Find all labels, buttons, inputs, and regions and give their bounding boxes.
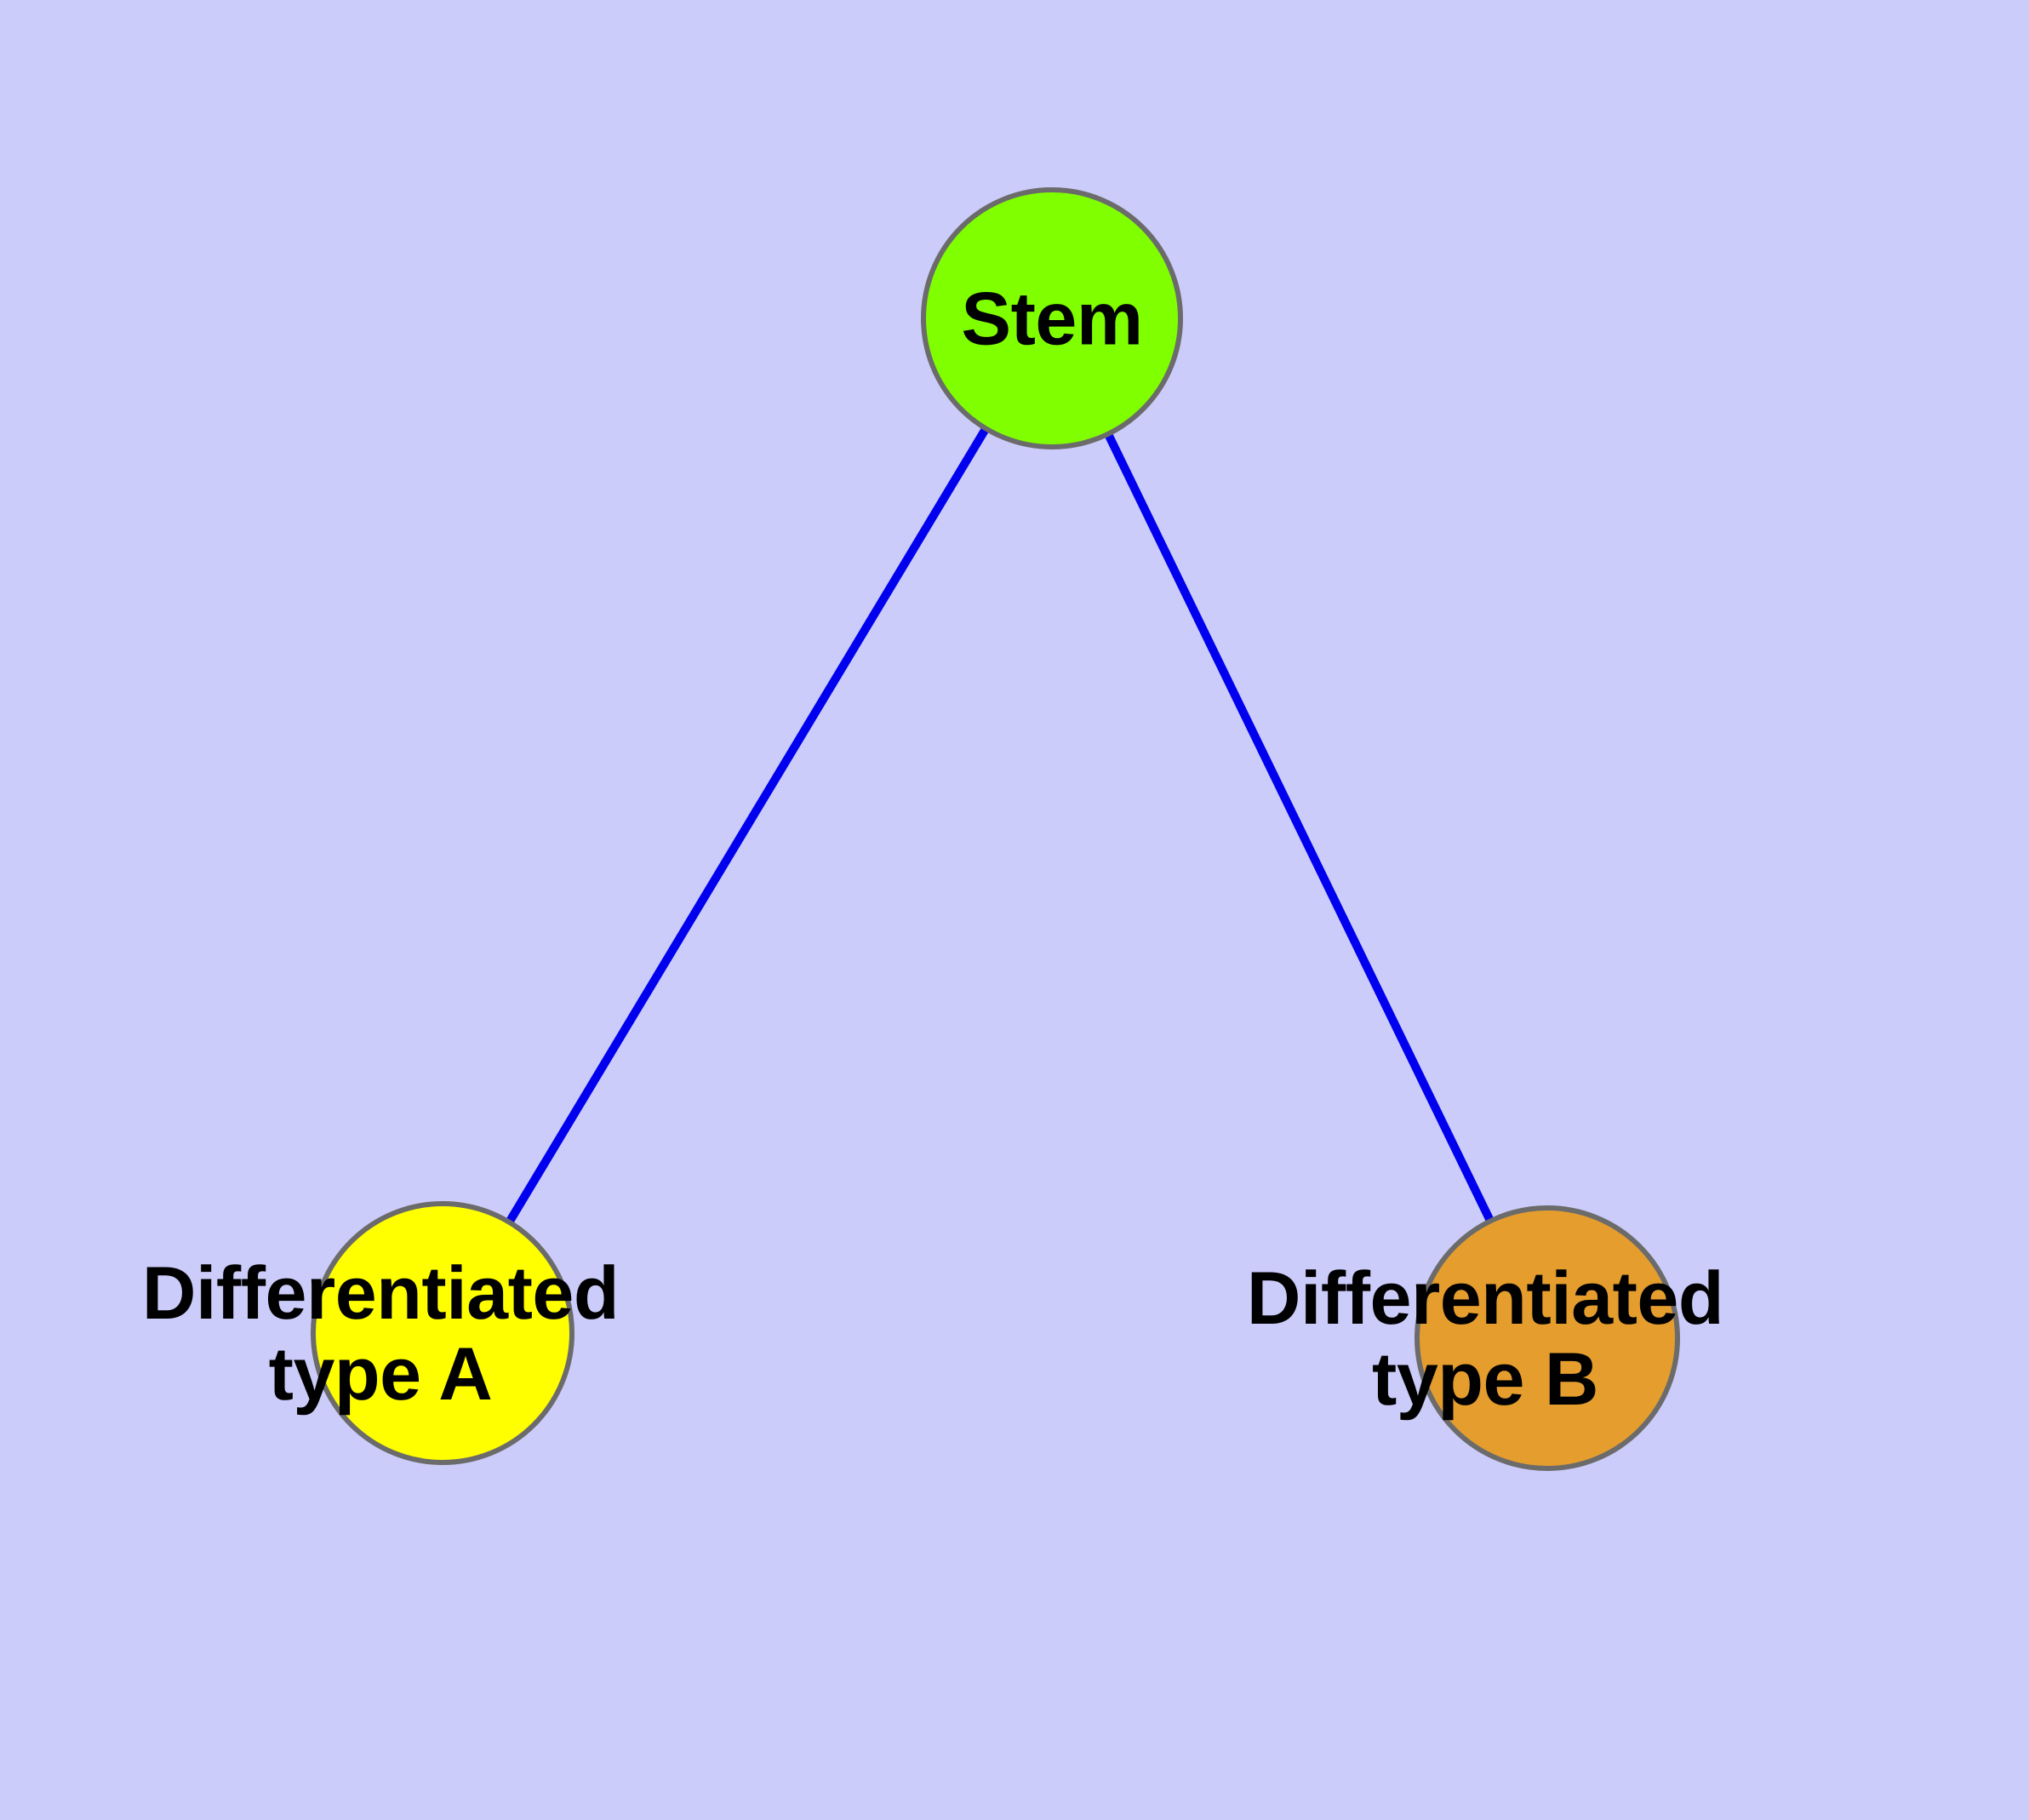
- graph-node-diff_b[interactable]: [1415, 1205, 1680, 1471]
- graph-edge-stem-diff_a[interactable]: [438, 316, 1056, 1336]
- node-layer: [311, 187, 1680, 1471]
- graph-node-diff_a[interactable]: [311, 1201, 574, 1465]
- graph-edge-stem-diff_b[interactable]: [1048, 316, 1552, 1341]
- graph-node-stem[interactable]: [921, 187, 1183, 449]
- edge-layer: [438, 316, 1552, 1341]
